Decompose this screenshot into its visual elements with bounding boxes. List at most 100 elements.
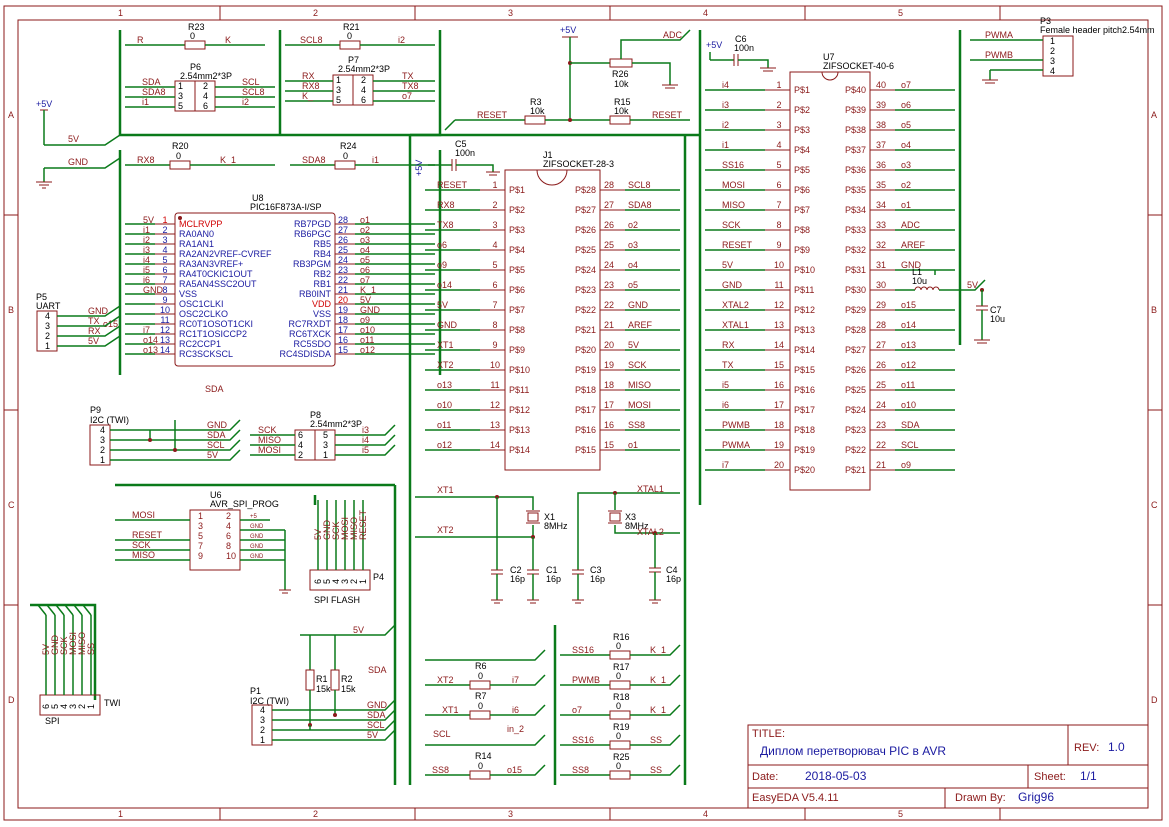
pin-name: P$5 (794, 165, 810, 175)
net-label: o10 (901, 400, 916, 410)
net-label: o2 (360, 225, 370, 235)
pin-name: VDD (312, 299, 332, 309)
pin-number: 25 (604, 240, 614, 250)
pin-name: P$38 (845, 125, 866, 135)
pin-name: RC0T1OSOT1CKI (179, 319, 253, 329)
net-label: i7 (143, 325, 150, 335)
wire (82, 604, 92, 616)
net-label: SCK (59, 636, 69, 655)
svg-text:0: 0 (347, 31, 352, 41)
pin-name: RA0AN0 (179, 229, 214, 239)
svg-text:GND: GND (250, 524, 264, 530)
net-label: 5V (360, 295, 371, 305)
row-label: A (8, 110, 14, 120)
svg-text:C3: C3 (590, 565, 602, 575)
svg-text:3: 3 (45, 321, 50, 331)
row-label: C (1151, 500, 1158, 510)
pin-name: P$1 (794, 85, 810, 95)
svg-text:15k: 15k (316, 684, 331, 694)
svg-text:10k: 10k (614, 79, 629, 89)
pin-number: 20 (774, 460, 784, 470)
net-label: o1 (901, 200, 911, 210)
svg-text:5V: 5V (207, 450, 218, 460)
col-label: 4 (703, 8, 708, 18)
net-label: o6 (901, 100, 911, 110)
net-label: o15 (103, 319, 118, 329)
net-label: i1 (722, 140, 729, 150)
net-label: MOSI (68, 632, 78, 655)
svg-text:R16: R16 (613, 632, 630, 642)
pin-number: 35 (876, 180, 886, 190)
pin-number: 1 (492, 180, 497, 190)
wire (46, 604, 56, 616)
wire (55, 604, 65, 616)
pin-number: 17 (604, 400, 614, 410)
pin-number: 13 (160, 335, 170, 345)
pin-number: 23 (604, 280, 614, 290)
pin-number: 12 (774, 300, 784, 310)
pin-number: 13 (490, 420, 500, 430)
svg-text:o7: o7 (572, 705, 582, 715)
pin-number: 15 (338, 345, 348, 355)
svg-text:5: 5 (336, 95, 341, 105)
pin-number: 17 (338, 325, 348, 335)
pin-number: 5 (776, 160, 781, 170)
pin-name: P$15 (794, 365, 815, 375)
svg-text:4: 4 (1050, 66, 1055, 76)
pin-number: 18 (774, 420, 784, 430)
svg-text:GND: GND (88, 306, 109, 316)
svg-text:R20: R20 (172, 141, 189, 151)
net-label: i6 (143, 275, 150, 285)
ref-label: R23 (188, 22, 205, 32)
net-label: o7 (360, 275, 370, 285)
net-label: SCL (901, 440, 919, 450)
svg-text:0: 0 (343, 151, 348, 161)
net-label: o11 (901, 380, 915, 390)
svg-text:SS16: SS16 (572, 735, 594, 745)
svg-text:5V: 5V (88, 336, 99, 346)
net-label: GND (437, 320, 458, 330)
pin-name: P$20 (794, 465, 815, 475)
net-label: o3 (901, 160, 911, 170)
svg-text:o7: o7 (402, 91, 412, 101)
pin-number: 1 (776, 80, 781, 90)
pin-name: P$6 (509, 285, 525, 295)
pin-name: P$9 (509, 345, 525, 355)
wire (37, 604, 47, 616)
svg-text:RX8: RX8 (302, 81, 320, 91)
pin-name: P$13 (509, 425, 530, 435)
net-label: SS8 (628, 420, 645, 430)
pin-name: VSS (179, 289, 197, 299)
pin-number: 27 (604, 200, 614, 210)
svg-text:K_1: K_1 (650, 705, 666, 715)
pin-number: 11 (490, 380, 499, 390)
border-labels: 1 2 3 4 5 1 2 3 4 5 A B C D A B C D (8, 8, 1158, 819)
svg-text:1: 1 (323, 450, 328, 460)
pin-number: 12 (160, 325, 170, 335)
svg-text:ZIFSOCKET-40-6: ZIFSOCKET-40-6 (823, 61, 894, 71)
net-label: SDA8 (628, 200, 652, 210)
pin-name: RC7RXDT (288, 319, 331, 329)
svg-text:SPI FLASH: SPI FLASH (314, 595, 360, 605)
pin-name: RC2CCP1 (179, 339, 221, 349)
net-label: i3 (722, 100, 729, 110)
pin-name: P$14 (794, 345, 815, 355)
svg-text:SDA: SDA (207, 430, 226, 440)
svg-text:0: 0 (616, 761, 621, 771)
pin-number: 11 (160, 315, 169, 325)
svg-text:1: 1 (1050, 36, 1055, 46)
pin-number: 33 (876, 220, 886, 230)
svg-text:100n: 100n (734, 43, 754, 53)
pin-number: 9 (162, 295, 167, 305)
pin-number: 15 (604, 440, 614, 450)
pin-name: P$8 (794, 225, 810, 235)
net-label: SCK (331, 521, 341, 540)
svg-text:6: 6 (298, 430, 303, 440)
svg-text:1: 1 (45, 341, 50, 351)
net-label: o14 (901, 320, 916, 330)
net-label: o9 (901, 460, 911, 470)
svg-text:1: 1 (198, 511, 203, 521)
pin-number: 25 (338, 245, 348, 255)
